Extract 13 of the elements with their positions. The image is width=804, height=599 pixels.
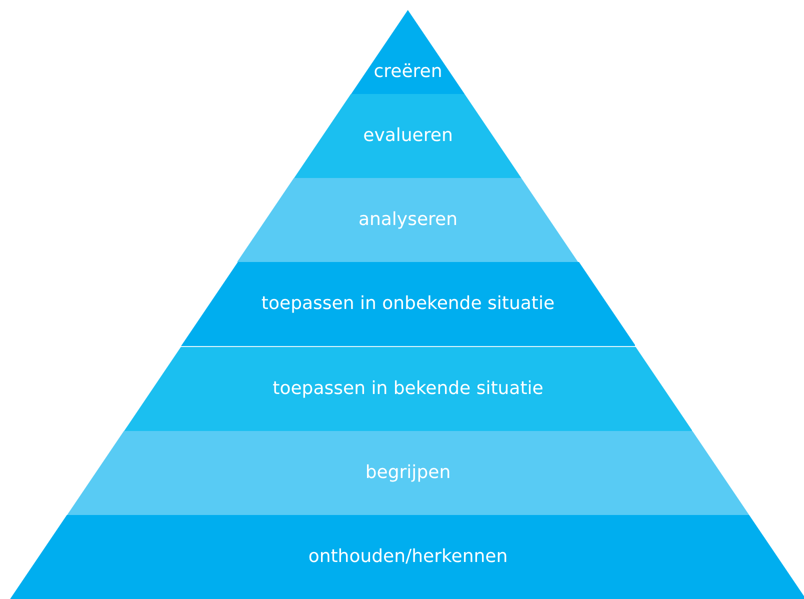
pyramid-band [237,178,579,262]
pyramid-band [180,262,636,347]
pyramid-band [66,430,750,515]
level-label: toepassen in onbekende situatie [261,293,555,316]
pyramid-band [124,346,692,431]
pyramid-band [294,94,522,178]
level-label: creëren [374,61,442,84]
level-label: analyseren [358,209,458,232]
pyramid-band [10,514,804,599]
level-label: onthouden/herkennen [308,546,508,568]
level-label: begrijpen [365,462,451,484]
level-label: toepassen in bekende situatie [272,378,544,400]
level-label: evalueren [363,125,453,148]
